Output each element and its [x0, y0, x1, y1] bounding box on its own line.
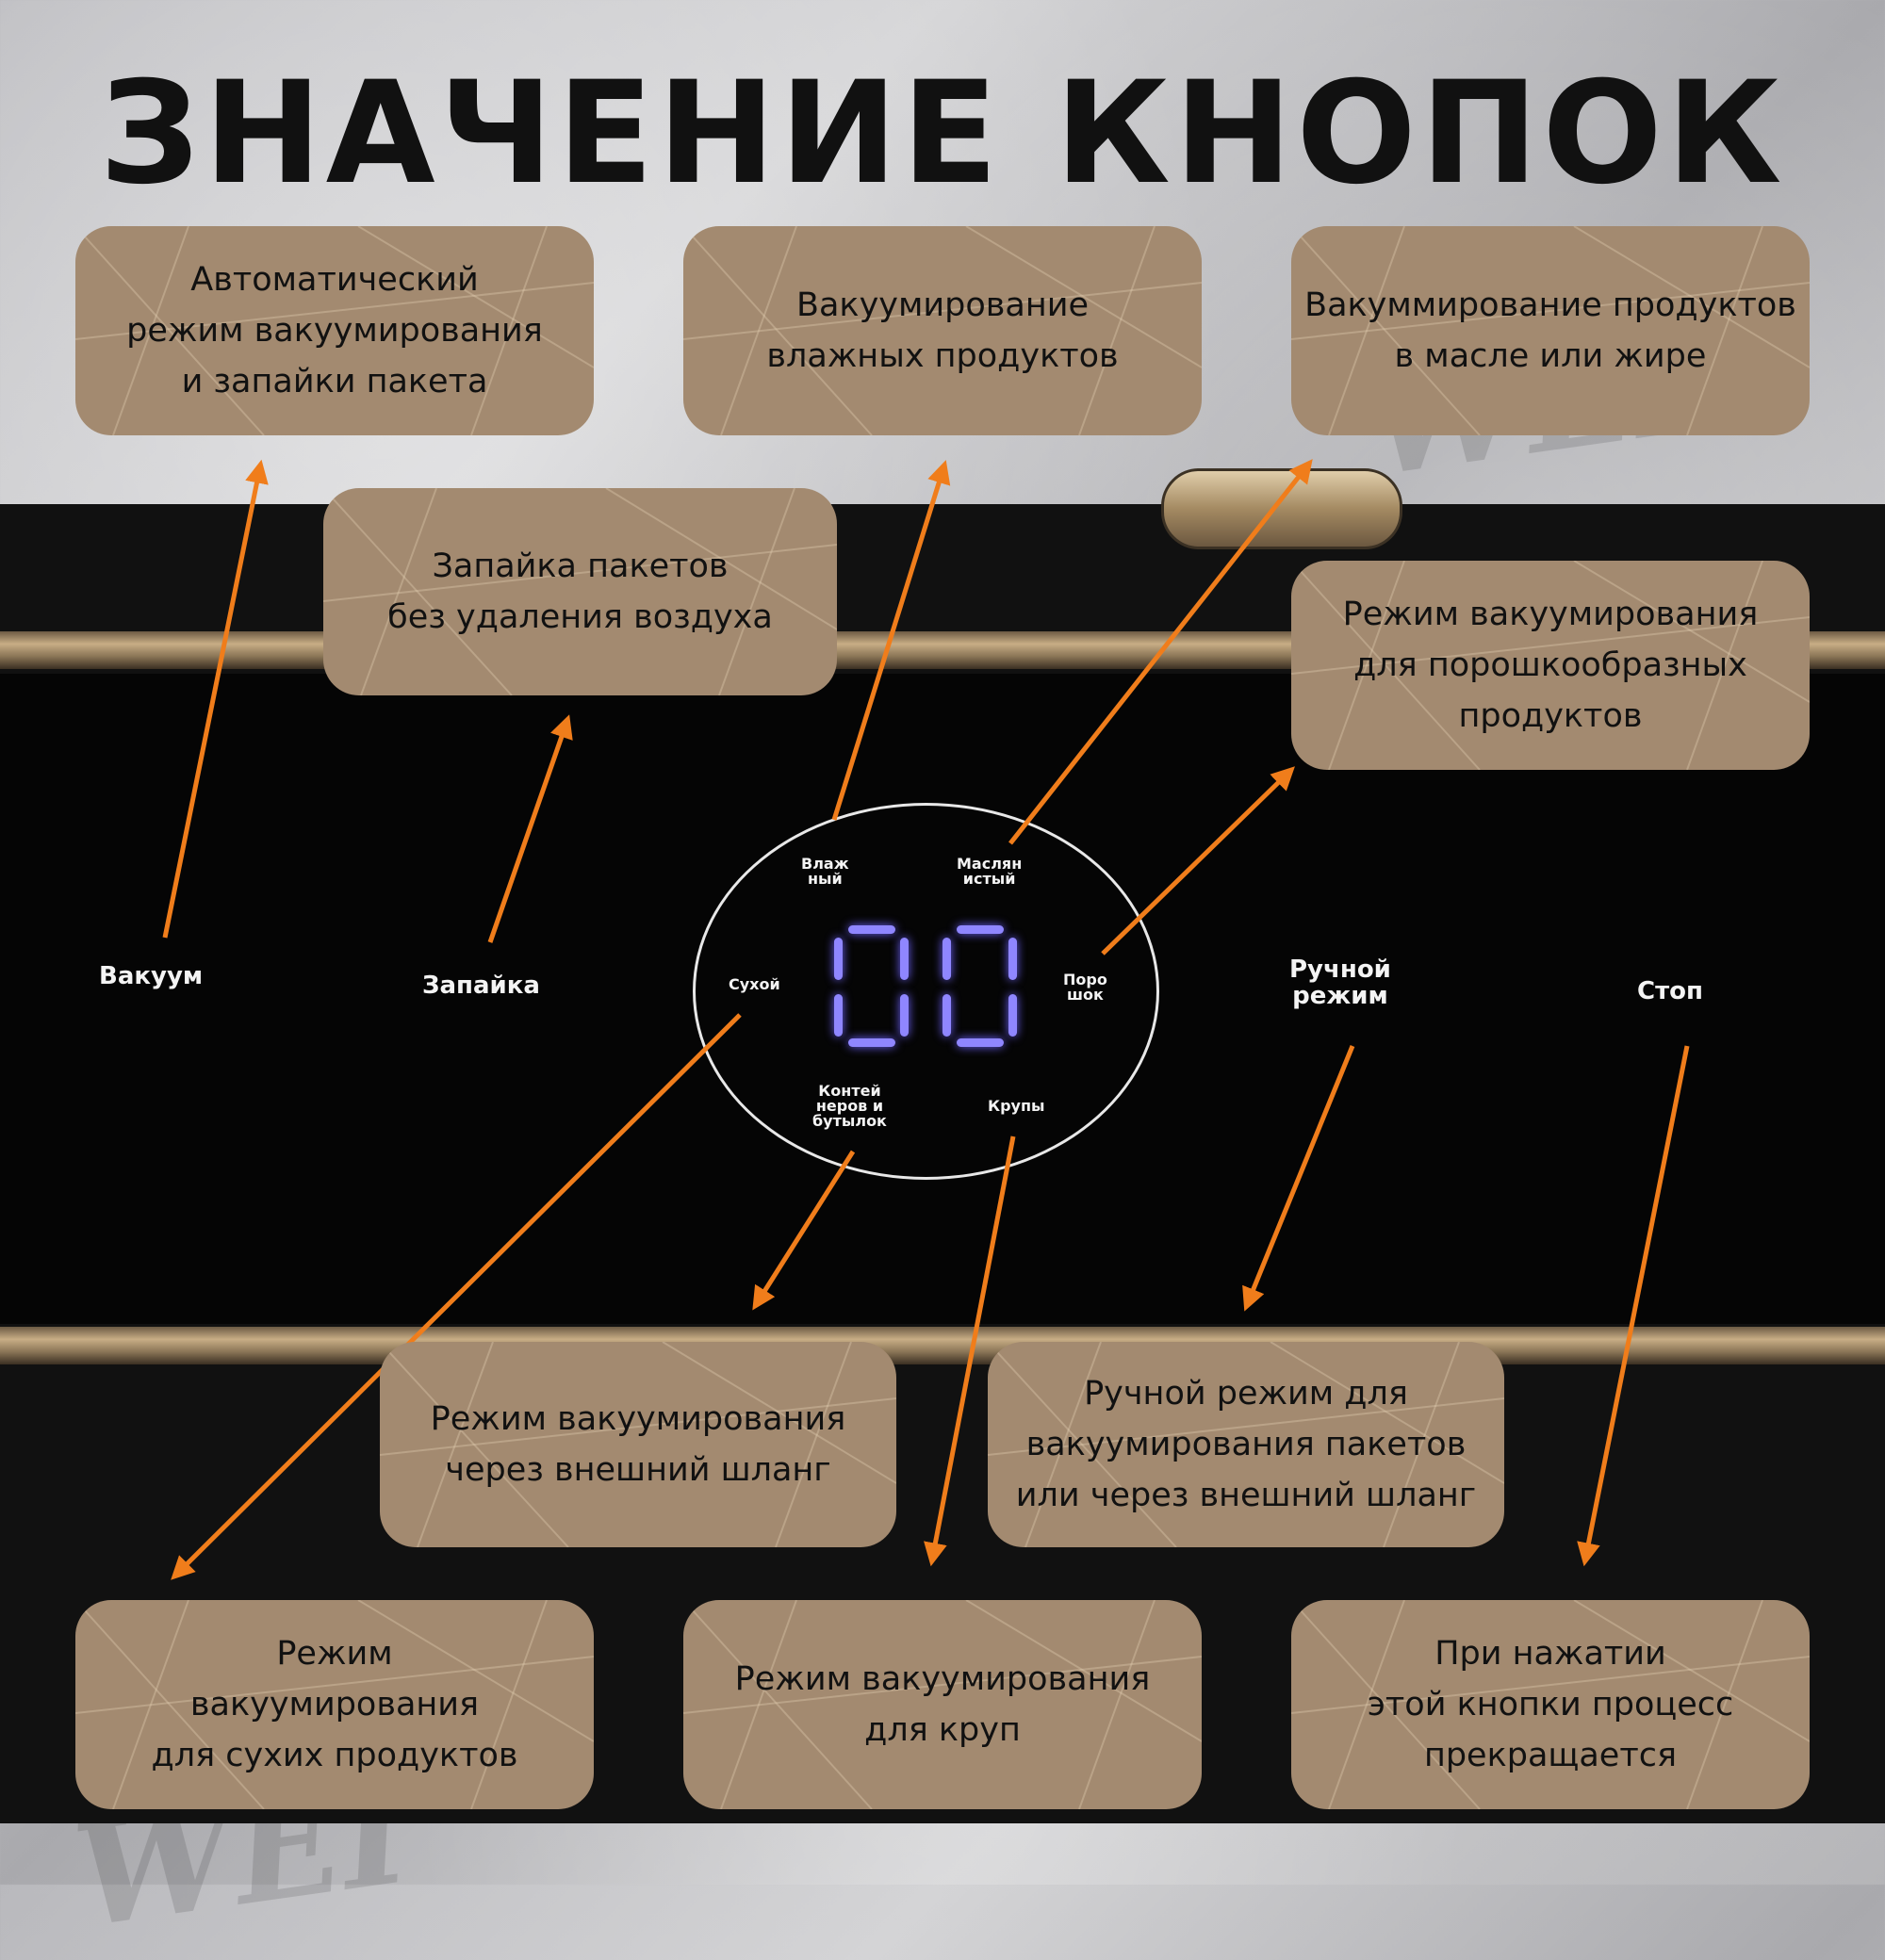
info-box-auto-text: Автоматический режим вакуумирования и за…: [126, 261, 543, 400]
seal-button[interactable]: Запайка: [422, 972, 540, 1000]
stop-button[interactable]: Стоп: [1637, 977, 1703, 1005]
moist-mode-button[interactable]: Влаж ный: [801, 855, 849, 888]
info-box-moist-text: Вакуумирование влажных продуктов: [766, 286, 1119, 375]
info-box-moist: Вакуумирование влажных продуктов: [683, 226, 1202, 435]
geometric-pattern: [683, 226, 1202, 435]
geometric-pattern: [75, 226, 594, 435]
info-box-oily-text: Вакуммирование продуктов в масле или жир…: [1304, 286, 1796, 375]
geometric-pattern: [323, 488, 837, 695]
page-title: ЗНАЧЕНИЕ КНОПОК: [99, 52, 1786, 216]
gold-strip-bottom: [0, 1327, 1885, 1364]
containers-mode-button[interactable]: Контей неров и бутылок: [812, 1082, 887, 1130]
info-box-stop-text: При нажатии этой кнопки процесс прекраща…: [1367, 1635, 1734, 1774]
powder-mode-button[interactable]: Поро шок: [1063, 971, 1107, 1004]
info-box-grains: Режим вакуумирования для круп: [683, 1600, 1202, 1809]
geometric-pattern: [1291, 226, 1810, 435]
oily-mode-button[interactable]: Маслян истый: [957, 855, 1023, 888]
info-box-hose: Режим вакуумирования через внешний шланг: [380, 1342, 896, 1547]
info-box-manual-text: Ручной режим для вакуумирования пакетов …: [1015, 1375, 1477, 1514]
info-box-grains-text: Режим вакуумирования для круп: [734, 1660, 1151, 1749]
geometric-pattern: [75, 1600, 594, 1809]
info-box-seal: Запайка пакетов без удаления воздуха: [323, 488, 837, 695]
info-box-auto-mode: Автоматический режим вакуумирования и за…: [75, 226, 594, 435]
info-box-stop: При нажатии этой кнопки процесс прекраща…: [1291, 1600, 1810, 1809]
info-box-hose-text: Режим вакуумирования через внешний шланг: [430, 1400, 846, 1489]
info-box-seal-text: Запайка пакетов без удаления воздуха: [387, 547, 773, 636]
dry-mode-button[interactable]: Сухой: [729, 975, 780, 993]
geometric-pattern: [1291, 561, 1810, 770]
lid-lock-knob[interactable]: [1161, 468, 1402, 549]
vacuum-button[interactable]: Вакуум: [99, 962, 204, 990]
info-box-dry: Режим вакуумирования для сухих продуктов: [75, 1600, 594, 1809]
geometric-pattern: [683, 1600, 1202, 1809]
geometric-pattern: [988, 1342, 1504, 1547]
info-box-dry-text: Режим вакуумирования для сухих продуктов: [151, 1635, 518, 1774]
info-box-powder: Режим вакуумирования для порошкообразных…: [1291, 561, 1810, 770]
geometric-pattern: [1291, 1600, 1810, 1809]
info-box-manual: Ручной режим для вакуумирования пакетов …: [988, 1342, 1504, 1547]
manual-mode-button[interactable]: Ручной режим: [1289, 956, 1391, 1010]
grains-mode-button[interactable]: Крупы: [988, 1097, 1045, 1115]
info-box-powder-text: Режим вакуумирования для порошкообразных…: [1342, 596, 1759, 735]
info-box-oily: Вакуммирование продуктов в масле или жир…: [1291, 226, 1810, 435]
